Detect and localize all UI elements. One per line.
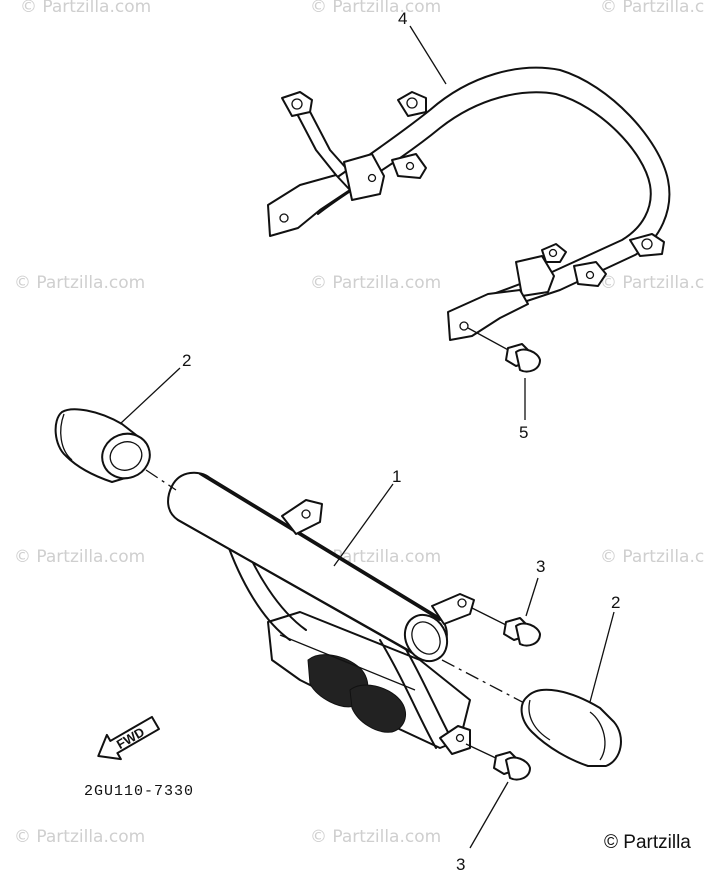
part-5-bolt[interactable] (467, 327, 541, 420)
fwd-arrow-icon: FWD (97, 715, 160, 761)
callout-part-2-right: 2 (611, 593, 620, 612)
watermark: © Partzilla.com (14, 827, 145, 847)
watermark: © Partzilla.com (14, 273, 145, 293)
part-2-left-end-cap[interactable] (54, 408, 177, 491)
callout-part-5: 5 (519, 423, 528, 442)
leader-lines (119, 25, 615, 703)
watermark: © Partzilla.com (310, 827, 441, 847)
diagram-code: 2GU110-7330 (84, 783, 194, 800)
watermark: © Partzilla.com (600, 0, 704, 17)
callout-labels: 4 2 1 5 3 2 3 (182, 9, 620, 874)
watermark-corner: © Partzilla (604, 832, 691, 853)
watermark: © Partzilla.com (14, 547, 145, 567)
watermark: © Partzilla.com (310, 273, 441, 293)
callout-part-1: 1 (392, 467, 401, 486)
watermark: © Partzilla.com (600, 273, 704, 293)
part-4-rear-grab-bar[interactable] (267, 66, 671, 341)
callout-part-2-left: 2 (182, 351, 191, 370)
callout-part-4: 4 (398, 9, 407, 28)
watermark: © Partzilla.com (20, 0, 151, 17)
callout-part-3-lower: 3 (456, 855, 465, 874)
watermark: © Partzilla.com (600, 547, 704, 567)
part-1-front-bumper[interactable] (167, 471, 475, 755)
part-3-upper-bolt[interactable] (471, 577, 541, 647)
watermark: © Partzilla.com (310, 0, 441, 17)
part-3-lower-bolt[interactable] (465, 743, 531, 849)
part-2-right-end-cap[interactable] (441, 659, 622, 767)
callout-part-3-upper: 3 (536, 557, 545, 576)
